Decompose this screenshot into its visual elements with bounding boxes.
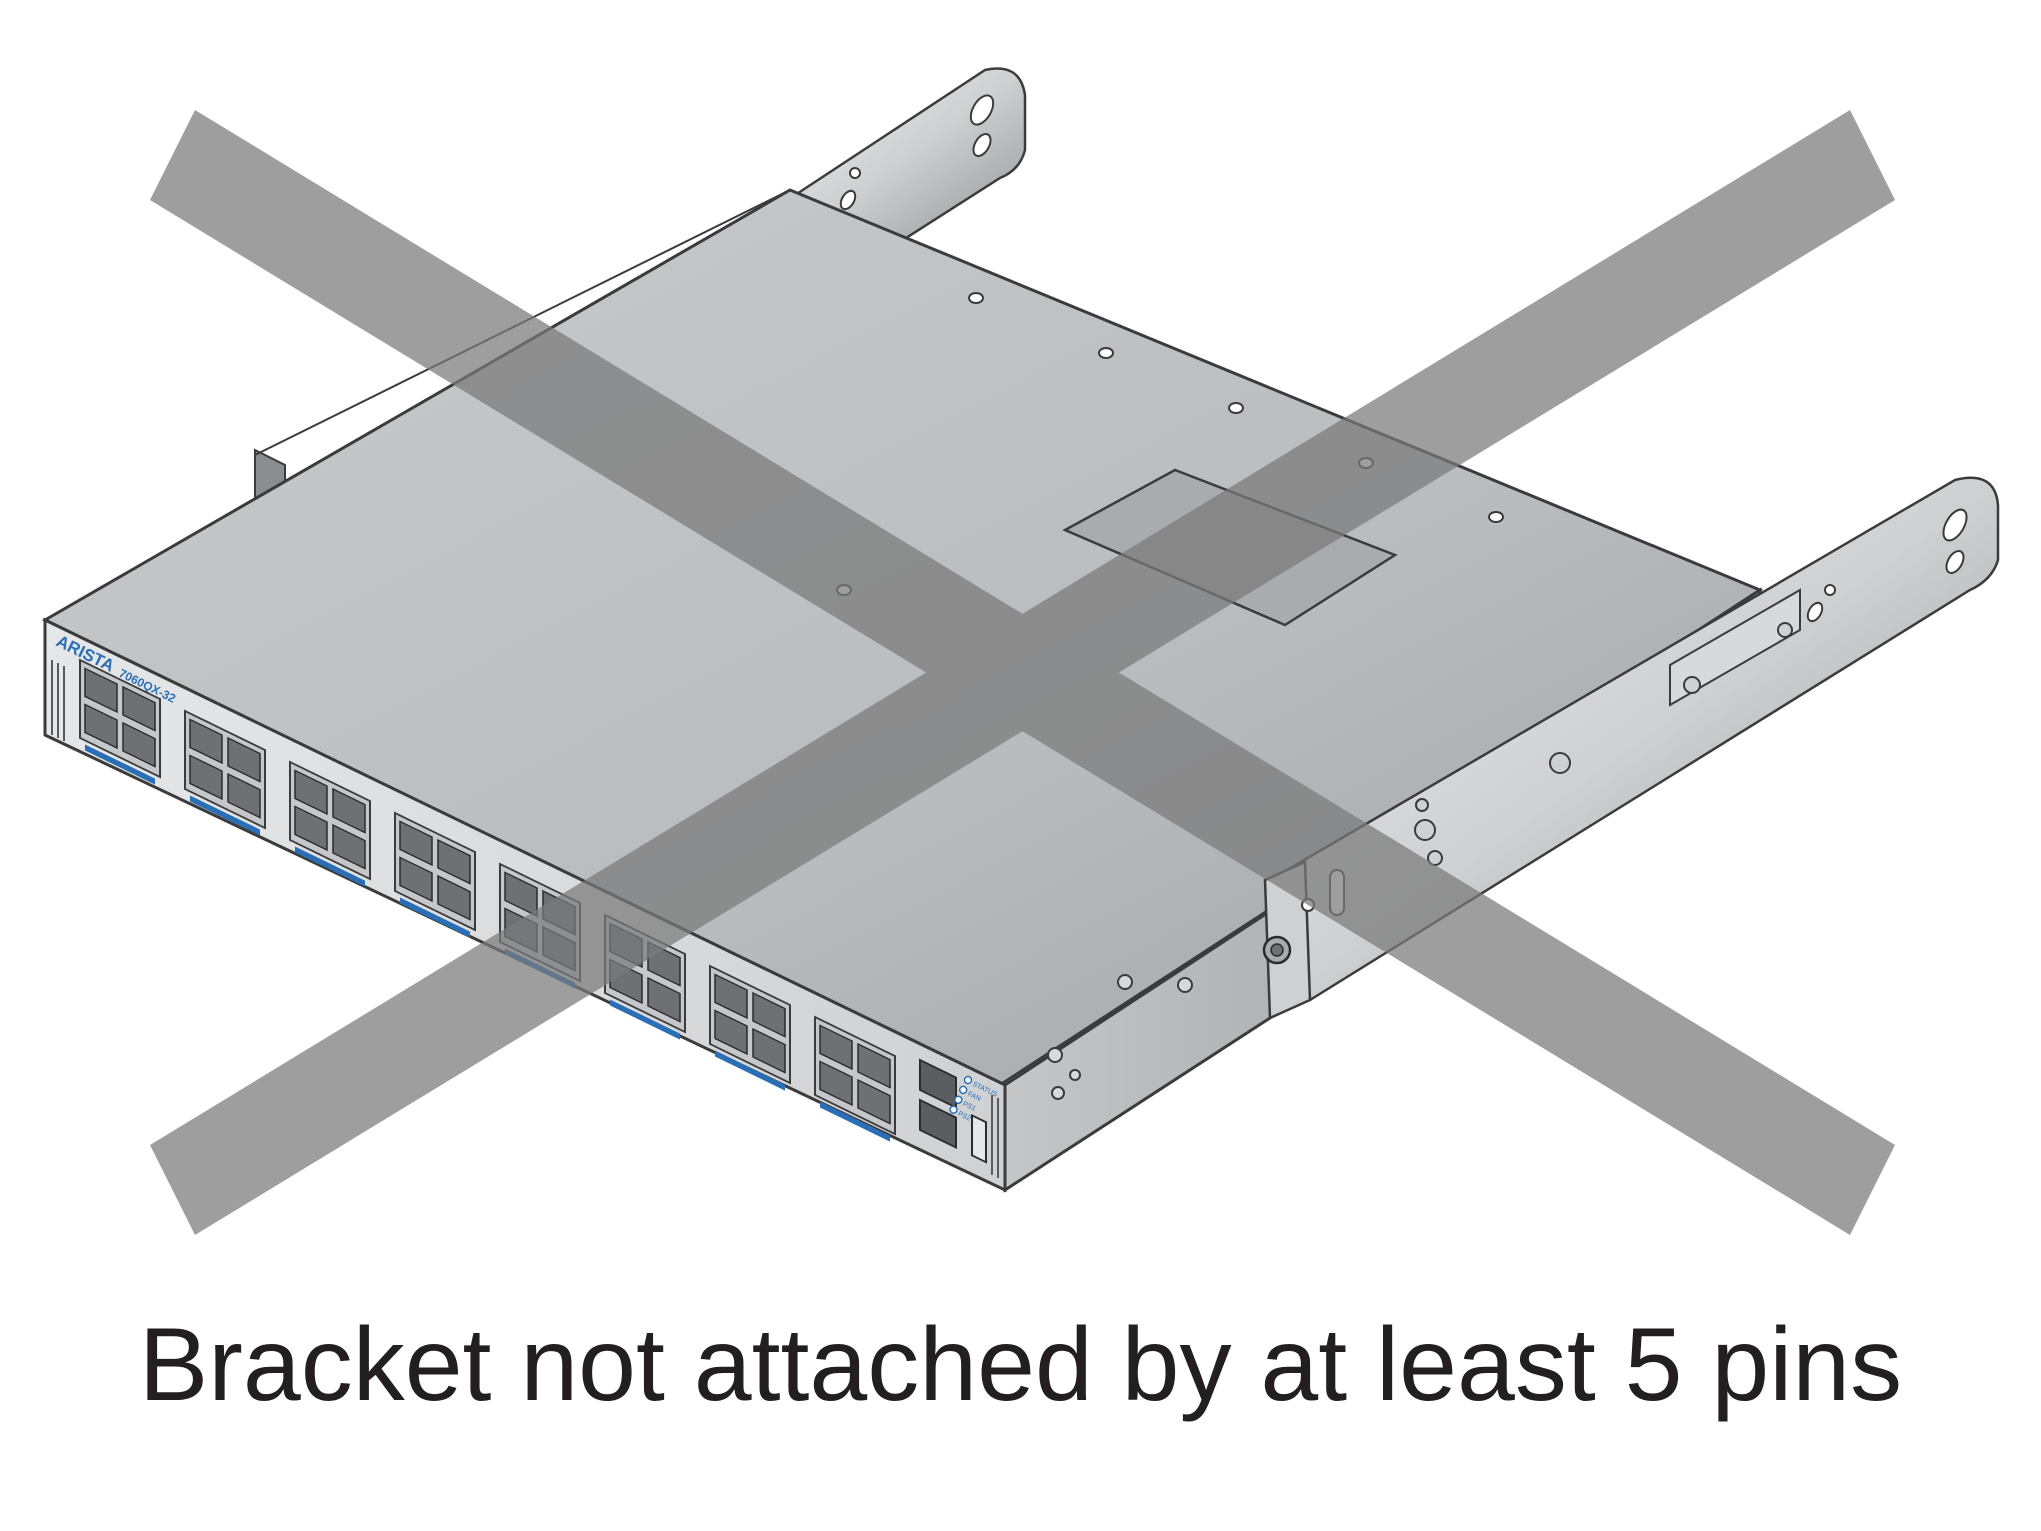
port-group (79, 658, 161, 785)
status-led (963, 1075, 973, 1085)
port-group (814, 1015, 896, 1142)
management-ports (919, 1058, 987, 1164)
right-vent-grille (991, 1095, 999, 1178)
rear-rail-bracket (776, 67, 1027, 247)
port-group (184, 709, 266, 836)
port-group (289, 760, 371, 887)
caption-text: Bracket not attached by at least 5 pins (138, 1307, 1903, 1423)
port-group (709, 964, 791, 1091)
ps1-led (954, 1095, 963, 1105)
ps2-led (949, 1105, 958, 1114)
side-screws (1047, 974, 1193, 1100)
prohibition-x-mark (150, 110, 1895, 1235)
fan-led (958, 1085, 968, 1095)
left-vent-grille (51, 660, 65, 741)
port-group (394, 811, 476, 938)
